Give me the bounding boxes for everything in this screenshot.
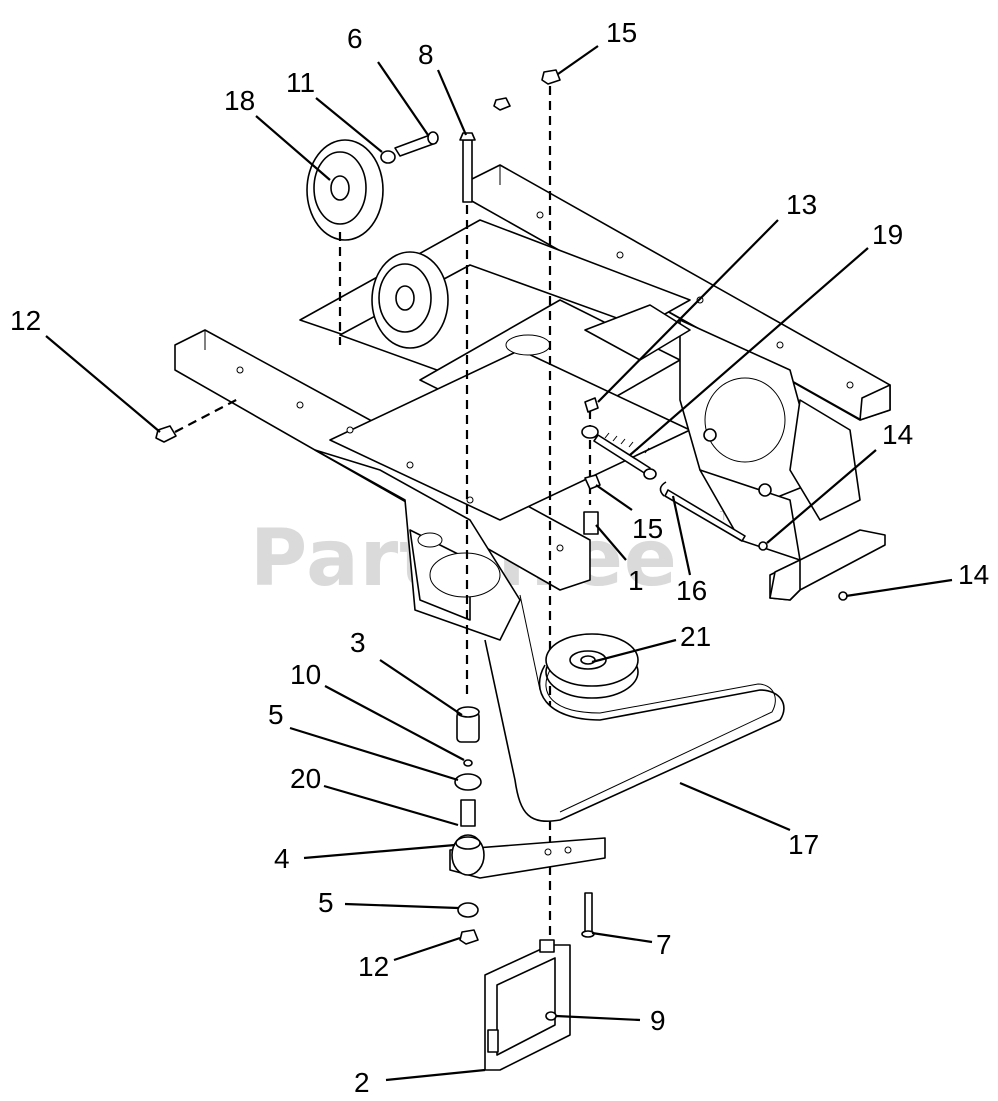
nut-15-top xyxy=(541,69,561,85)
washer-11 xyxy=(380,150,396,164)
leader-lines xyxy=(45,45,953,1082)
chassis-frame xyxy=(174,164,891,641)
spacer-1 xyxy=(583,511,599,535)
centerline-12 xyxy=(174,397,241,433)
spring-19 xyxy=(581,425,657,480)
callout-7: 7 xyxy=(656,929,672,960)
callout-10: 10 xyxy=(290,659,321,690)
callout-9: 9 xyxy=(650,1005,666,1036)
nut-12-left xyxy=(155,425,177,443)
callout-17: 17 xyxy=(788,829,819,860)
callout-1: 1 xyxy=(628,565,644,596)
callout-14: 14 xyxy=(958,559,989,590)
callout-18: 18 xyxy=(224,85,255,116)
washer-10 xyxy=(463,759,473,767)
belt-17 xyxy=(484,594,785,822)
idler-arm-4 xyxy=(449,834,606,879)
screw-14b xyxy=(838,591,848,601)
nut-small xyxy=(493,97,511,111)
pulley-21 xyxy=(545,633,639,699)
bracket-14 xyxy=(769,529,886,601)
callout-5: 5 xyxy=(268,699,284,730)
callout-14: 14 xyxy=(882,419,913,450)
nut-12-bottom xyxy=(459,929,479,945)
callout-3: 3 xyxy=(350,627,366,658)
callout-6: 6 xyxy=(347,23,363,54)
rod-16 xyxy=(659,481,746,542)
idler-pulley-18 xyxy=(306,139,384,241)
callout-20: 20 xyxy=(290,763,321,794)
callout-11: 11 xyxy=(286,67,315,98)
idler-pulley-lower xyxy=(371,251,449,349)
callout-labels: 6 8 15 11 18 13 19 12 14 15 1 16 14 3 21… xyxy=(10,17,989,1098)
callout-15: 15 xyxy=(632,513,663,544)
callout-15: 15 xyxy=(606,17,637,48)
callout-12: 12 xyxy=(358,951,389,982)
bolt-8 xyxy=(459,132,476,203)
bearing-5-bottom xyxy=(457,902,479,918)
bearing-5-top xyxy=(454,773,482,791)
callout-8: 8 xyxy=(418,39,434,70)
callout-12: 12 xyxy=(10,305,41,336)
callout-5: 5 xyxy=(318,887,334,918)
nut-13 xyxy=(584,397,599,413)
screw-14a xyxy=(758,541,768,551)
callout-21: 21 xyxy=(680,621,711,652)
callout-16: 16 xyxy=(676,575,707,606)
callout-2: 2 xyxy=(354,1067,370,1098)
spacer-3-top xyxy=(456,706,480,718)
pin-7 xyxy=(581,892,595,938)
bushing-20 xyxy=(460,799,476,827)
bolt-6 xyxy=(394,131,439,157)
screw-9 xyxy=(545,1011,557,1021)
bracket-2 xyxy=(484,939,571,1071)
callout-19: 19 xyxy=(872,219,903,250)
callout-13: 13 xyxy=(786,189,817,220)
callout-4: 4 xyxy=(274,843,290,874)
